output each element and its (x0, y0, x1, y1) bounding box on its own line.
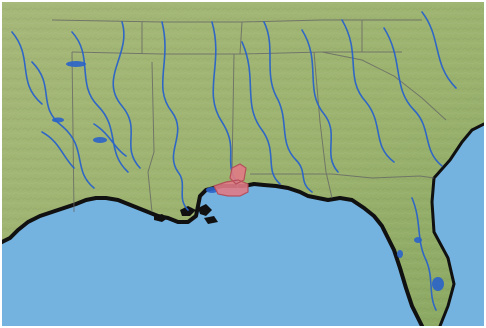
map-canvas (2, 2, 484, 326)
highlighted-region-outline (213, 163, 249, 197)
delta-islands (154, 204, 218, 224)
highlighted-region (214, 164, 248, 196)
land-texture (2, 2, 484, 326)
coastline-east (430, 122, 484, 326)
rivers (11, 11, 457, 311)
